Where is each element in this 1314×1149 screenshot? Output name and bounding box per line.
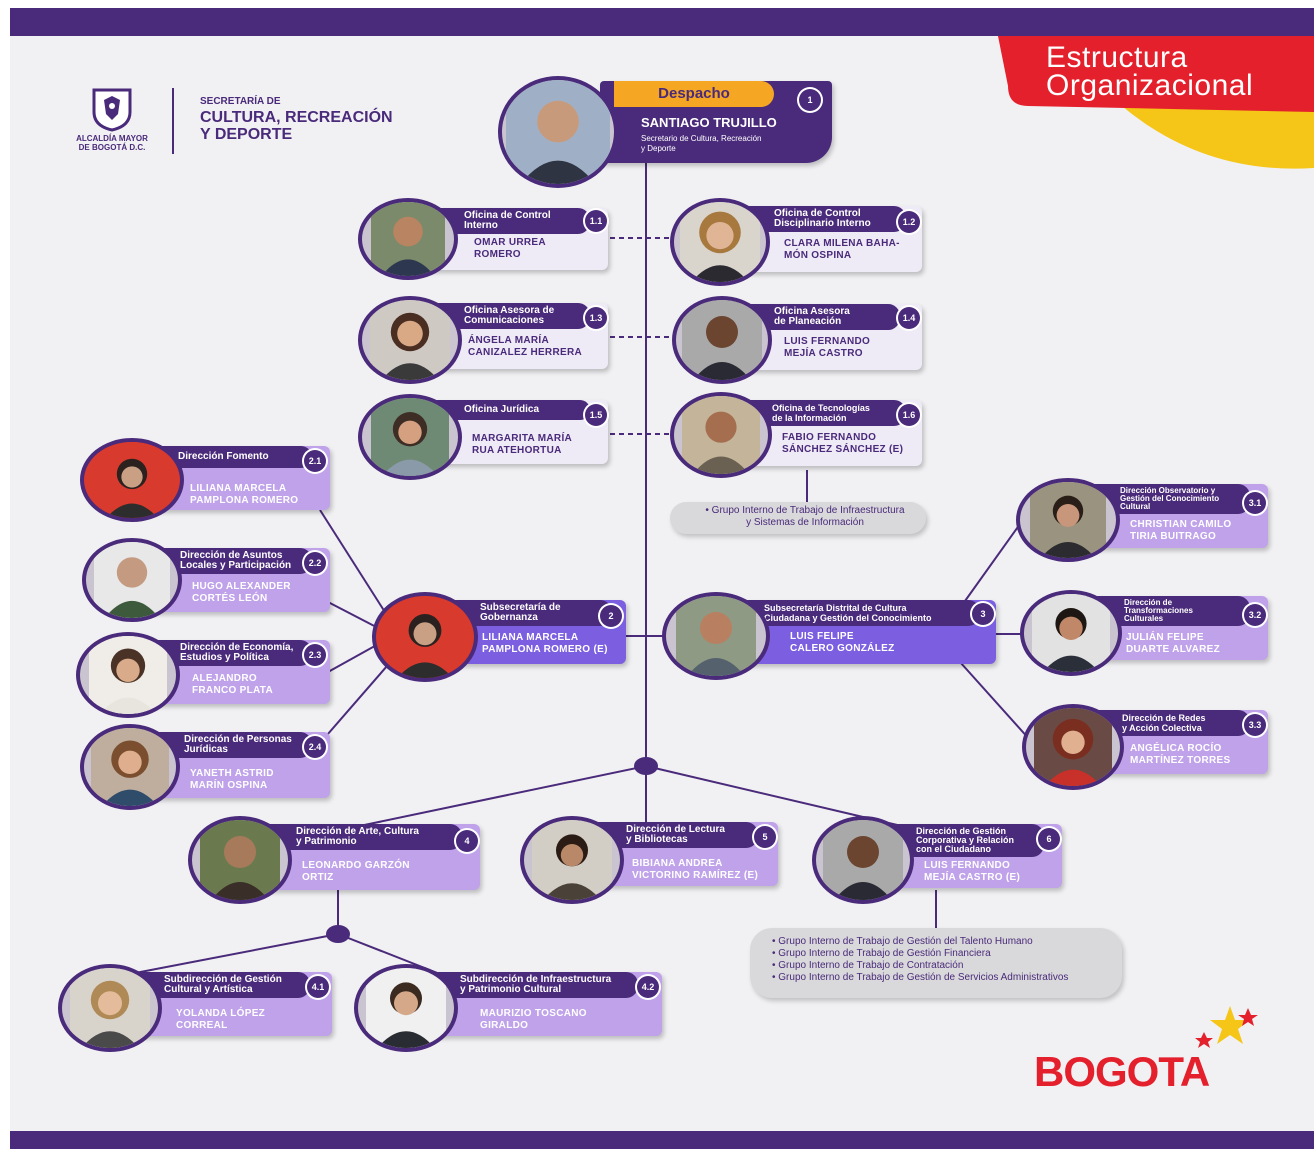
top-band: [10, 8, 1314, 36]
badge-1: 1: [799, 89, 821, 111]
name-1-2: CLARA MILENA BAHA- MÓN OSPINA: [784, 238, 900, 261]
badge-2-4: 2.4: [304, 736, 326, 758]
name-2-3: ALEJANDRO FRANCO PLATA: [192, 673, 273, 696]
avatar-4-1: [58, 964, 162, 1052]
avatar-1-5: [358, 394, 462, 480]
badge-1-4: 1.4: [898, 307, 920, 329]
avatar-3-1: [1016, 478, 1120, 562]
card-2: Subsecretaría de Gobernanza LILIANA MARC…: [430, 600, 626, 664]
badge-1-5: 1.5: [585, 404, 607, 426]
name-1-6: FABIO FERNANDO SÁNCHEZ SÁNCHEZ (E): [782, 432, 904, 455]
badge-2-3: 2.3: [304, 644, 326, 666]
avatar-2-4: [80, 724, 180, 810]
title-2-4: Dirección de Personas Jurídicas: [148, 732, 312, 758]
despacho-card: Despacho SANTIAGO TRUJILLO Secretario de…: [600, 81, 832, 163]
badge-4: 4: [456, 830, 478, 852]
badge-2: 2: [600, 605, 622, 627]
stars-icon: [1195, 1006, 1258, 1048]
name-3-2: JULIÁN FELIPE DUARTE ALVAREZ: [1126, 632, 1221, 655]
badge-3-1: 3.1: [1244, 492, 1266, 514]
avatar-1-1: [358, 198, 458, 280]
avatar-1-4: [672, 296, 772, 384]
secretaria-small: SECRETARÍA DE: [200, 96, 281, 107]
name-1-5: MARGARITA MARÍA RUA ATEHORTUA: [472, 433, 573, 456]
title-1-5: Oficina Jurídica: [420, 400, 590, 420]
despacho-role: Secretario de Cultura, Recreación y Depo…: [641, 134, 762, 153]
badge-1-3: 1.3: [585, 307, 607, 329]
badge-3-3: 3.3: [1244, 714, 1266, 736]
logo-text: ALCALDÍA MAYOR DE BOGOTÁ D.C.: [76, 134, 148, 152]
badge-3: 3: [972, 603, 994, 625]
badge-2-1: 2.1: [304, 450, 326, 472]
avatar-1-2: [670, 198, 770, 286]
name-3: LUIS FELIPE CALERO GONZÁLEZ: [790, 631, 895, 654]
title-2-1: Dirección Fomento: [148, 446, 312, 468]
badge-6: 6: [1038, 828, 1060, 850]
secretaria-name: CULTURA, RECREACIÓN Y DEPORTE: [200, 109, 393, 143]
bogota-shield-icon: [92, 88, 132, 132]
name-3-1: CHRISTIAN CAMILO TIRIA BUITRAGO: [1130, 519, 1232, 542]
title-4-2: Subdirección de Infraestructura y Patrim…: [414, 972, 638, 998]
despacho-label: Despacho: [614, 81, 774, 107]
avatar-3-3: [1022, 704, 1124, 790]
name-2-2: HUGO ALEXANDER CORTÉS LEÓN: [192, 581, 291, 604]
avatar-1-3: [358, 296, 462, 384]
bogota-logo: BOGOTA: [1034, 1048, 1210, 1095]
avatar-2-3: [76, 632, 180, 718]
card-4-2: Subdirección de Infraestructura y Patrim…: [414, 972, 662, 1036]
name-1-3: ÁNGELA MARÍA CANIZALEZ HERRERA: [468, 335, 582, 358]
card-2-4: Dirección de Personas Jurídicas YANETH A…: [148, 732, 330, 798]
name-4: LEONARDO GARZÓN ORTIZ: [302, 860, 410, 883]
avatar-2: [372, 592, 478, 682]
name-2-1: LILIANA MARCELA PAMPLONA ROMERO: [190, 483, 299, 506]
badge-3-2: 3.2: [1244, 604, 1266, 626]
name-1-1: OMAR URREA ROMERO: [474, 237, 546, 260]
badge-1-1: 1.1: [585, 210, 607, 232]
avatar-2-1: [80, 438, 184, 522]
group-1-6: • Grupo Interno de Trabajo de Infraestru…: [670, 502, 926, 534]
name-3-3: ANGÉLICA ROCÍO MARTÍNEZ TORRES: [1130, 743, 1231, 766]
name-2: LILIANA MARCELA PAMPLONA ROMERO (E): [482, 632, 608, 655]
avatar-1-6: [670, 392, 772, 478]
page-title: Estructura Organizacional: [1046, 41, 1254, 102]
name-4-1: YOLANDA LÓPEZ CORREAL: [176, 1008, 266, 1031]
avatar-3: [662, 592, 770, 680]
name-5: BIBIANA ANDREA VICTORINO RAMÍREZ (E): [632, 858, 759, 881]
badge-1-6: 1.6: [898, 404, 920, 426]
badge-2-2: 2.2: [304, 552, 326, 574]
name-2-4: YANETH ASTRID MARÍN OSPINA: [190, 768, 274, 791]
badge-4-1: 4.1: [307, 976, 329, 998]
connector-lines: [129, 158, 1031, 975]
avatar-5: [520, 816, 624, 904]
despacho-name: SANTIAGO TRUJILLO: [641, 115, 777, 130]
groups-6: • Grupo Interno de Trabajo de Gestión de…: [750, 928, 1122, 998]
name-1-4: LUIS FERNANDO MEJÍA CASTRO: [784, 336, 871, 359]
logo-divider: [172, 88, 174, 154]
avatar-despacho: [498, 76, 618, 188]
avatar-4-2: [354, 964, 458, 1052]
badge-4-2: 4.2: [637, 976, 659, 998]
name-4-2: MAURIZIO TOSCANO GIRALDO: [480, 1008, 587, 1031]
bottom-band: [10, 1131, 1314, 1149]
org-chart-canvas: Estructura Organizacional ALCALDÍA MAYOR…: [10, 8, 1314, 1149]
avatar-6: [812, 816, 914, 904]
title-1-2: Oficina de Control Disciplinario Interno: [730, 206, 906, 232]
name-6: LUIS FERNANDO MEJÍA CASTRO (E): [924, 860, 1021, 883]
badge-1-2: 1.2: [898, 211, 920, 233]
title-ribbon-graphic: [998, 36, 1314, 169]
avatar-2-2: [82, 538, 182, 622]
badge-5: 5: [754, 826, 776, 848]
avatar-4: [188, 816, 292, 904]
avatar-3-2: [1020, 590, 1122, 676]
